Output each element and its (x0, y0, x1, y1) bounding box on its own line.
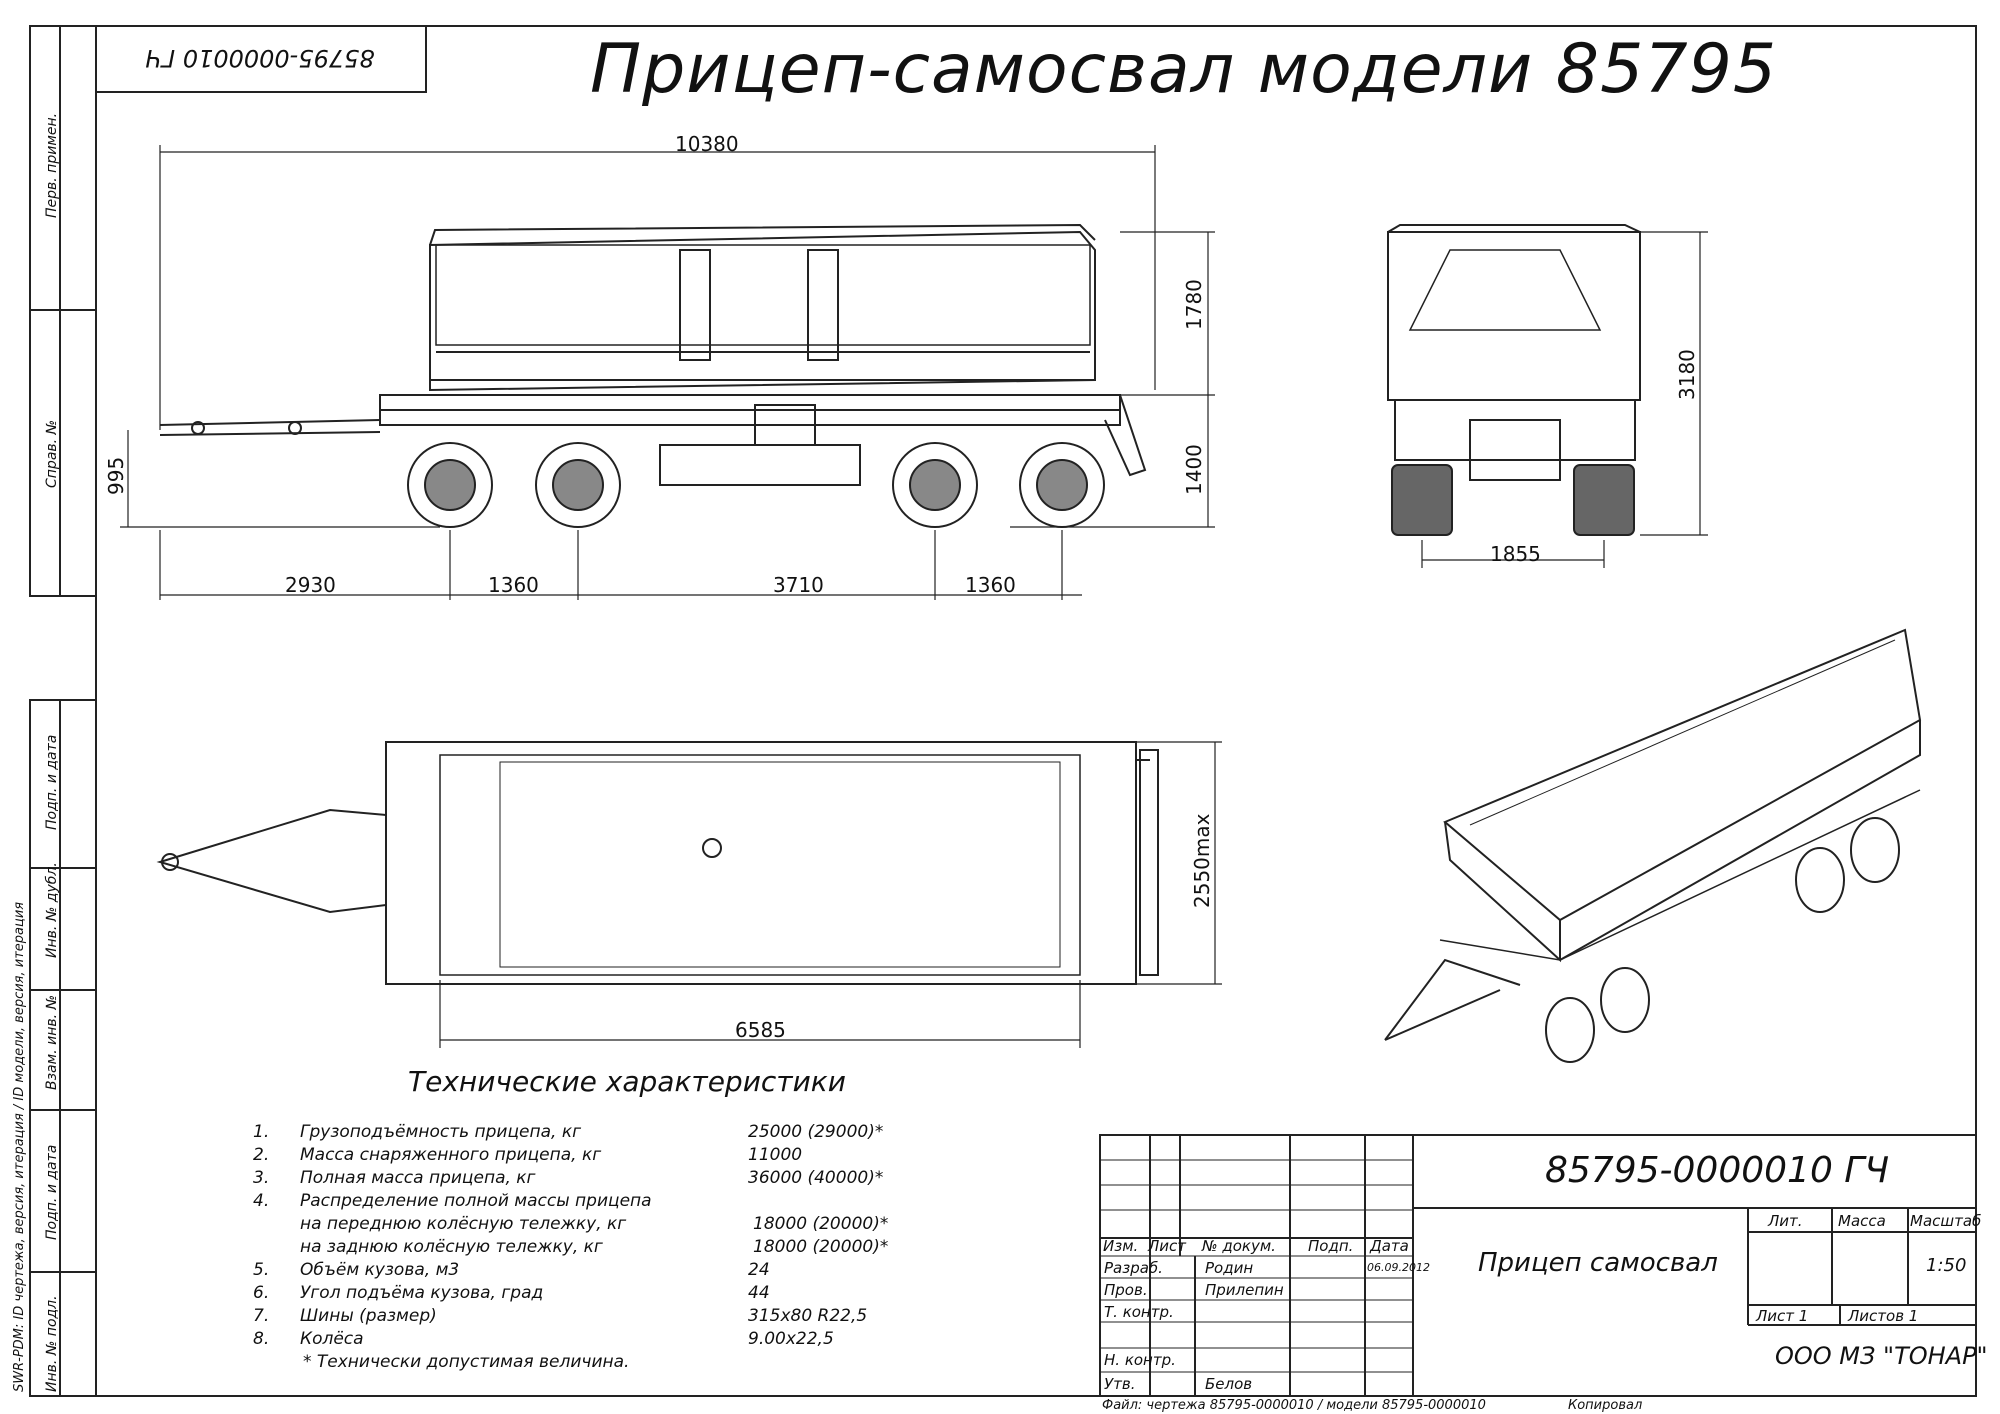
spec-num: 3. (253, 1168, 270, 1188)
spec-value: 36000 (40000)* (748, 1168, 884, 1188)
spec-label: Масса снаряженного прицепа, кг (300, 1145, 602, 1165)
dim-seg2: 1360 (488, 573, 539, 597)
tb-role-utv: Утв. (1104, 1375, 1136, 1393)
spec-label: Полная масса прицепа, кг (300, 1168, 536, 1188)
spec-label: на переднюю колёсную тележку, кг (300, 1214, 627, 1234)
spec-label: Грузоподъёмность прицепа, кг (300, 1122, 582, 1142)
spec-label: Колёса (300, 1329, 364, 1349)
spec-label: Распределение полной массы прицепа (300, 1191, 652, 1211)
dim-seg3: 3710 (773, 573, 824, 597)
title-block-name: Прицеп самосвал (1478, 1248, 1718, 1278)
dim-overall-length: 10380 (675, 132, 739, 156)
spec-num: 1. (253, 1122, 270, 1142)
tb-col-doc: № докум. (1202, 1237, 1276, 1255)
spec-value: 18000 (20000)* (753, 1214, 889, 1234)
tb-name-belov: Белов (1205, 1375, 1253, 1393)
tb-role-tkontr: Т. контр. (1104, 1303, 1174, 1321)
tb-name-rodin: Родин (1205, 1259, 1254, 1277)
tb-name-prilepin: Прилепин (1205, 1281, 1284, 1299)
spec-num: 6. (253, 1283, 270, 1303)
dim-body-length: 6585 (735, 1018, 786, 1042)
spec-footnote: * Технически допустимая величина. (303, 1352, 630, 1372)
spec-num: 4. (253, 1191, 270, 1211)
spec-num: 5. (253, 1260, 270, 1280)
spec-label: на заднюю колёсную тележку, кг (300, 1237, 603, 1257)
spec-value: 18000 (20000)* (753, 1237, 889, 1257)
tb-col-list: Лист (1148, 1237, 1187, 1255)
tb-lit-label: Лит. (1768, 1212, 1803, 1230)
spec-value: 9.00x22,5 (748, 1329, 834, 1349)
tb-sheets: Листов 1 (1848, 1307, 1919, 1325)
dim-seg4: 1360 (965, 573, 1016, 597)
tb-sheet: Лист 1 (1756, 1307, 1809, 1325)
footer-copied: Копировал (1568, 1398, 1643, 1413)
specs-heading: Технические характеристики (408, 1065, 846, 1098)
tb-col-podp: Подп. (1308, 1237, 1354, 1255)
tb-role-razrab: Разраб. (1104, 1259, 1163, 1277)
spec-value: 44 (748, 1283, 770, 1303)
spec-num: 7. (253, 1306, 270, 1326)
spec-num: 2. (253, 1145, 270, 1165)
spec-label: Объём кузова, м3 (300, 1260, 460, 1280)
dim-track: 1855 (1490, 542, 1541, 566)
tb-col-date: Дата (1370, 1237, 1409, 1255)
title-block-doc-code: 85795-0000010 ГЧ (1545, 1150, 1890, 1191)
drawing-title: Прицеп-самосвал модели 85795 (590, 30, 1778, 109)
footer-file-info: Файл: чертежа 85795-0000010 / модели 857… (1102, 1398, 1486, 1413)
tb-scale-label: Масштаб (1910, 1212, 1982, 1230)
spec-value: 315x80 R22,5 (748, 1306, 868, 1326)
spec-num: 8. (253, 1329, 270, 1349)
spec-value: 25000 (29000)* (748, 1122, 884, 1142)
dim-seg1: 2930 (285, 573, 336, 597)
title-block-company: ООО МЗ "ТОНАР" (1775, 1342, 1988, 1370)
tb-mass-label: Масса (1838, 1212, 1886, 1230)
tb-role-nkontr: Н. контр. (1104, 1351, 1176, 1369)
tb-col-izm: Изм. (1103, 1237, 1139, 1255)
spec-label: Шины (размер) (300, 1306, 437, 1326)
tb-date: 06.09.2012 (1367, 1261, 1430, 1274)
tb-role-prov: Пров. (1104, 1281, 1148, 1299)
spec-label: Угол подъёма кузова, град (300, 1283, 544, 1303)
spec-value: 11000 (748, 1145, 803, 1165)
tb-scale: 1:50 (1926, 1255, 1967, 1276)
spec-value: 24 (748, 1260, 770, 1280)
